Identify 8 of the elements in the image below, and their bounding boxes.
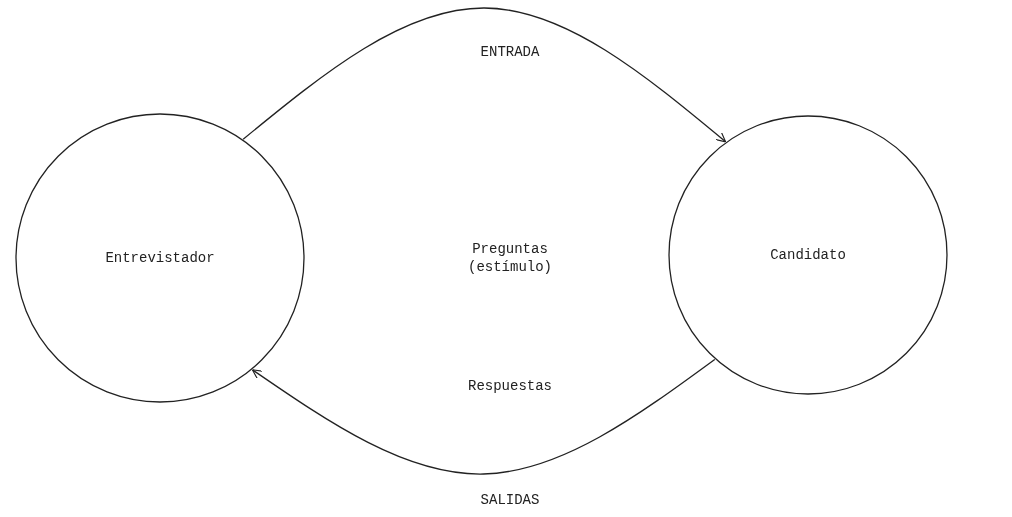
annotation-text: Respuestas bbox=[467, 377, 553, 395]
node-label: Entrevistador bbox=[104, 250, 216, 266]
annotation-text: Preguntas (estímulo) bbox=[467, 240, 553, 276]
arrow bbox=[242, 7, 727, 143]
arrow bbox=[251, 358, 716, 475]
state-circle bbox=[15, 113, 305, 403]
state-circle bbox=[668, 115, 948, 395]
node-label: Candidato bbox=[769, 247, 847, 263]
